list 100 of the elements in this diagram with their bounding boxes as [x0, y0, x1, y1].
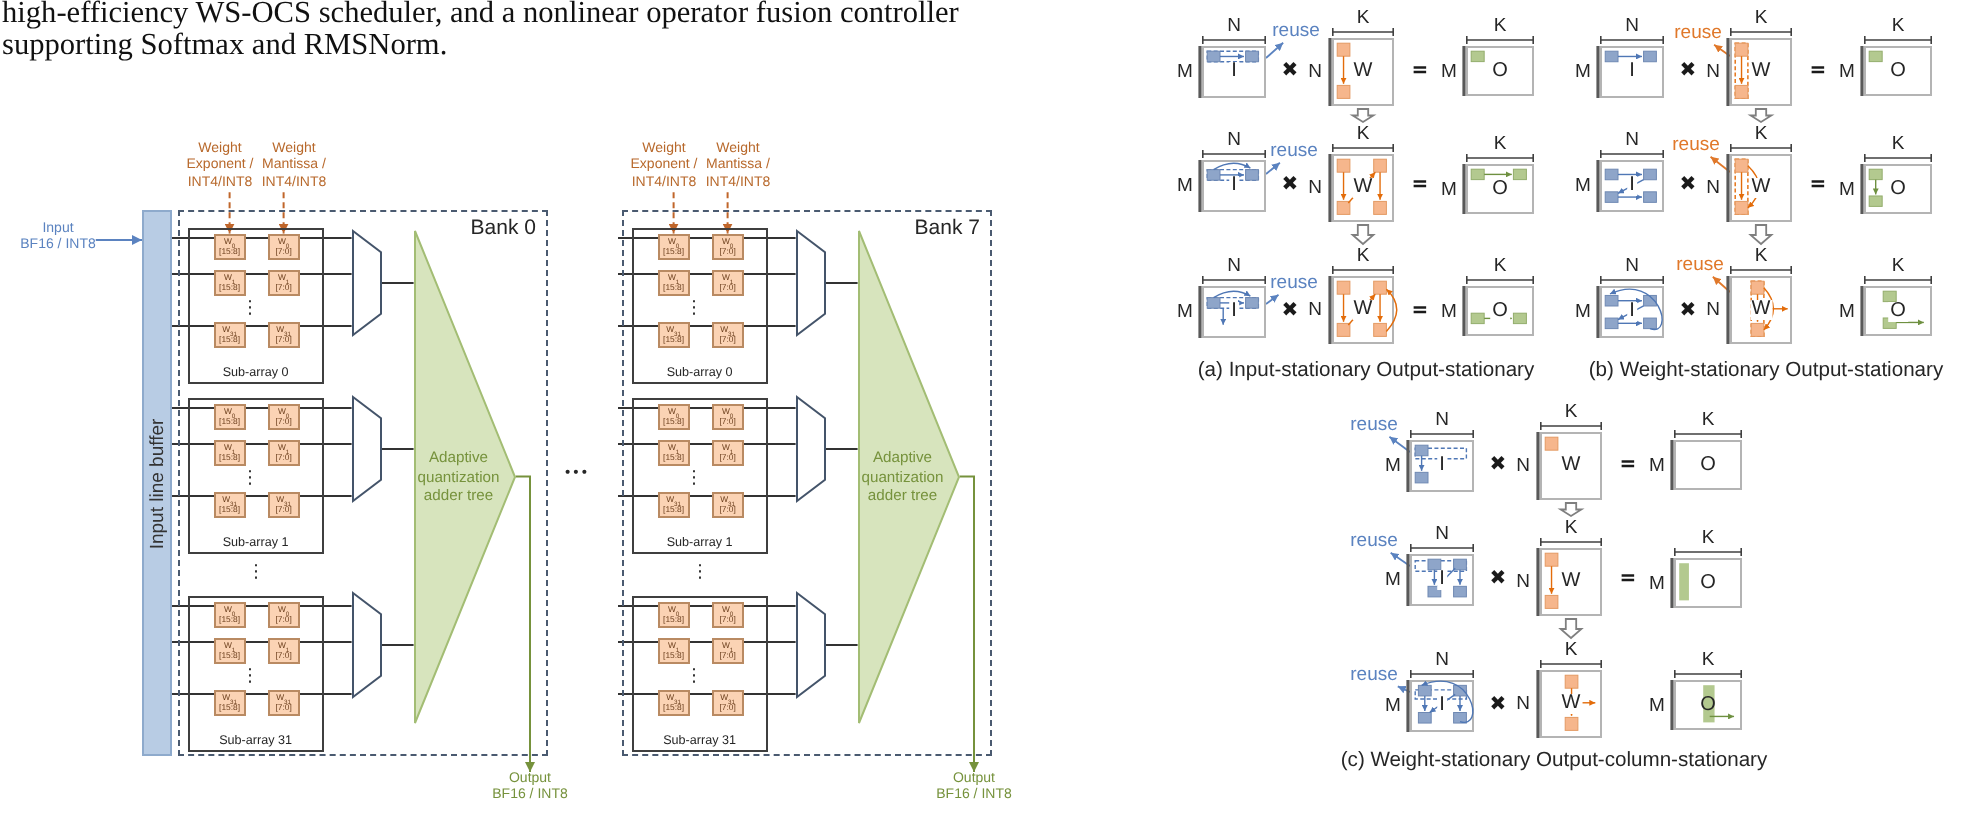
- dimension-label: M: [1839, 61, 1855, 81]
- ellipsis-mark: ⋮: [241, 668, 259, 686]
- dimension-label: M: [1385, 456, 1401, 476]
- dimension-label: M: [1177, 302, 1193, 322]
- operator-sign: =: [1411, 176, 1429, 196]
- dimension-label: M: [1575, 62, 1591, 82]
- bank-frame: [178, 210, 548, 756]
- signal-line: [171, 443, 353, 445]
- matrix-letter: I: [1437, 570, 1447, 590]
- signal-line: [617, 237, 797, 239]
- operator-sign: ✖: [1281, 62, 1299, 82]
- dimension-label: N: [1308, 300, 1322, 320]
- matrix-letter: W: [1749, 300, 1773, 320]
- dimension-label: M: [1839, 179, 1855, 199]
- sub-array-frame: [631, 227, 768, 384]
- dimension-label: M: [1177, 176, 1193, 196]
- matrix-letter: W: [1559, 694, 1583, 714]
- sub-array-frame: [187, 227, 324, 384]
- signal-line: [380, 644, 415, 646]
- step-arrow: [1349, 108, 1377, 124]
- dimension-label: K: [1356, 123, 1370, 143]
- ellipsis-mark: ⋮: [241, 470, 259, 488]
- matrix-frame: [1202, 160, 1266, 212]
- dimension-label: K: [1701, 649, 1715, 669]
- matrix-letter: W: [1749, 62, 1773, 82]
- signal-line: [380, 282, 415, 284]
- operator-sign: =: [1411, 302, 1429, 322]
- operator-sign: ✖: [1489, 456, 1507, 476]
- dimension-label: K: [1891, 255, 1905, 275]
- dimension-label: K: [1493, 133, 1507, 153]
- dimension-label: N: [1706, 178, 1720, 198]
- dimension-label: N: [1516, 456, 1530, 476]
- matrix-frame: [1540, 432, 1602, 500]
- matrix-letter: O: [1698, 573, 1718, 593]
- ellipsis-mark: ⋮: [241, 300, 259, 318]
- matrix-letter: I: [1437, 696, 1447, 716]
- signal-line: [617, 641, 797, 643]
- dimension-label: K: [1891, 15, 1905, 35]
- operator-sign: =: [1619, 456, 1637, 476]
- dimension-label: K: [1701, 527, 1715, 547]
- dimension-label: M: [1385, 696, 1401, 716]
- step-arrow: [1748, 224, 1774, 246]
- dimension-label: N: [1435, 523, 1449, 543]
- signal-line: [171, 407, 353, 409]
- dimension-label: M: [1441, 179, 1457, 199]
- dimension-label: M: [1649, 455, 1665, 475]
- figure-caption: (c) Weight-stationary Output-column-stationary: [1340, 749, 1768, 775]
- matrix-letter: O: [1888, 179, 1908, 199]
- dimension-label: N: [1706, 300, 1720, 320]
- multiplexer-symbol: [351, 591, 382, 698]
- matrix-frame: [1674, 440, 1742, 490]
- dimension-label: M: [1575, 302, 1591, 322]
- matrix-letter: W: [1351, 300, 1375, 320]
- matrix-letter: I: [1627, 176, 1637, 196]
- sub-array-frame: [631, 397, 768, 554]
- ellipsis-mark: ⋮: [691, 565, 709, 583]
- leader-line: [1711, 275, 1731, 293]
- dimension-label: M: [1649, 695, 1665, 715]
- signal-line: [617, 495, 797, 497]
- reuse-label: reuse: [1350, 664, 1398, 687]
- multiplexer-symbol: [795, 229, 826, 336]
- matrix-frame: [1466, 286, 1534, 336]
- dimension-label: N: [1625, 129, 1639, 149]
- operator-sign: ✖: [1281, 302, 1299, 322]
- step-arrow: [1558, 618, 1584, 640]
- matrix-frame: [1332, 38, 1394, 106]
- dimension-label: K: [1754, 123, 1768, 143]
- matrix-letter: I: [1627, 302, 1637, 322]
- bank-frame: [622, 210, 992, 756]
- matrix-letter: W: [1559, 456, 1583, 476]
- leader-line: [1396, 685, 1411, 694]
- dimension-label: K: [1356, 7, 1370, 27]
- ellipsis-mark: ⋮: [247, 565, 265, 583]
- operator-sign: ✖: [1679, 176, 1697, 196]
- bank-title: Bank 7: [914, 216, 980, 240]
- matrix-frame: [1730, 276, 1792, 344]
- signal-line: [617, 443, 797, 445]
- multiplexer-symbol: [351, 229, 382, 336]
- dimension-label: N: [1308, 178, 1322, 198]
- operator-sign: ✖: [1489, 570, 1507, 590]
- signal-line: [617, 693, 797, 695]
- reuse-label: reuse: [1272, 20, 1320, 43]
- dimension-label: M: [1177, 62, 1193, 82]
- operator-sign: ✖: [1679, 302, 1697, 322]
- dimension-label: N: [1227, 129, 1241, 149]
- arrow: [722, 191, 733, 235]
- dimension-label: N: [1516, 694, 1530, 714]
- matrix-letter: W: [1351, 62, 1375, 82]
- dimension-label: N: [1706, 62, 1720, 82]
- matrix-letter: I: [1229, 176, 1239, 196]
- operator-sign: =: [1619, 570, 1637, 590]
- figure-caption: (a) Input-stationary Output-stationary: [1197, 359, 1535, 385]
- matrix-frame: [1466, 46, 1534, 96]
- signal-line: [171, 605, 353, 607]
- dimension-label: K: [1356, 245, 1370, 265]
- matrix-frame: [1730, 38, 1792, 106]
- matrix-letter: O: [1490, 61, 1510, 81]
- ellipsis-mark: ⋮: [685, 470, 703, 488]
- arrow: [514, 475, 535, 773]
- reuse-label: reuse: [1672, 134, 1720, 157]
